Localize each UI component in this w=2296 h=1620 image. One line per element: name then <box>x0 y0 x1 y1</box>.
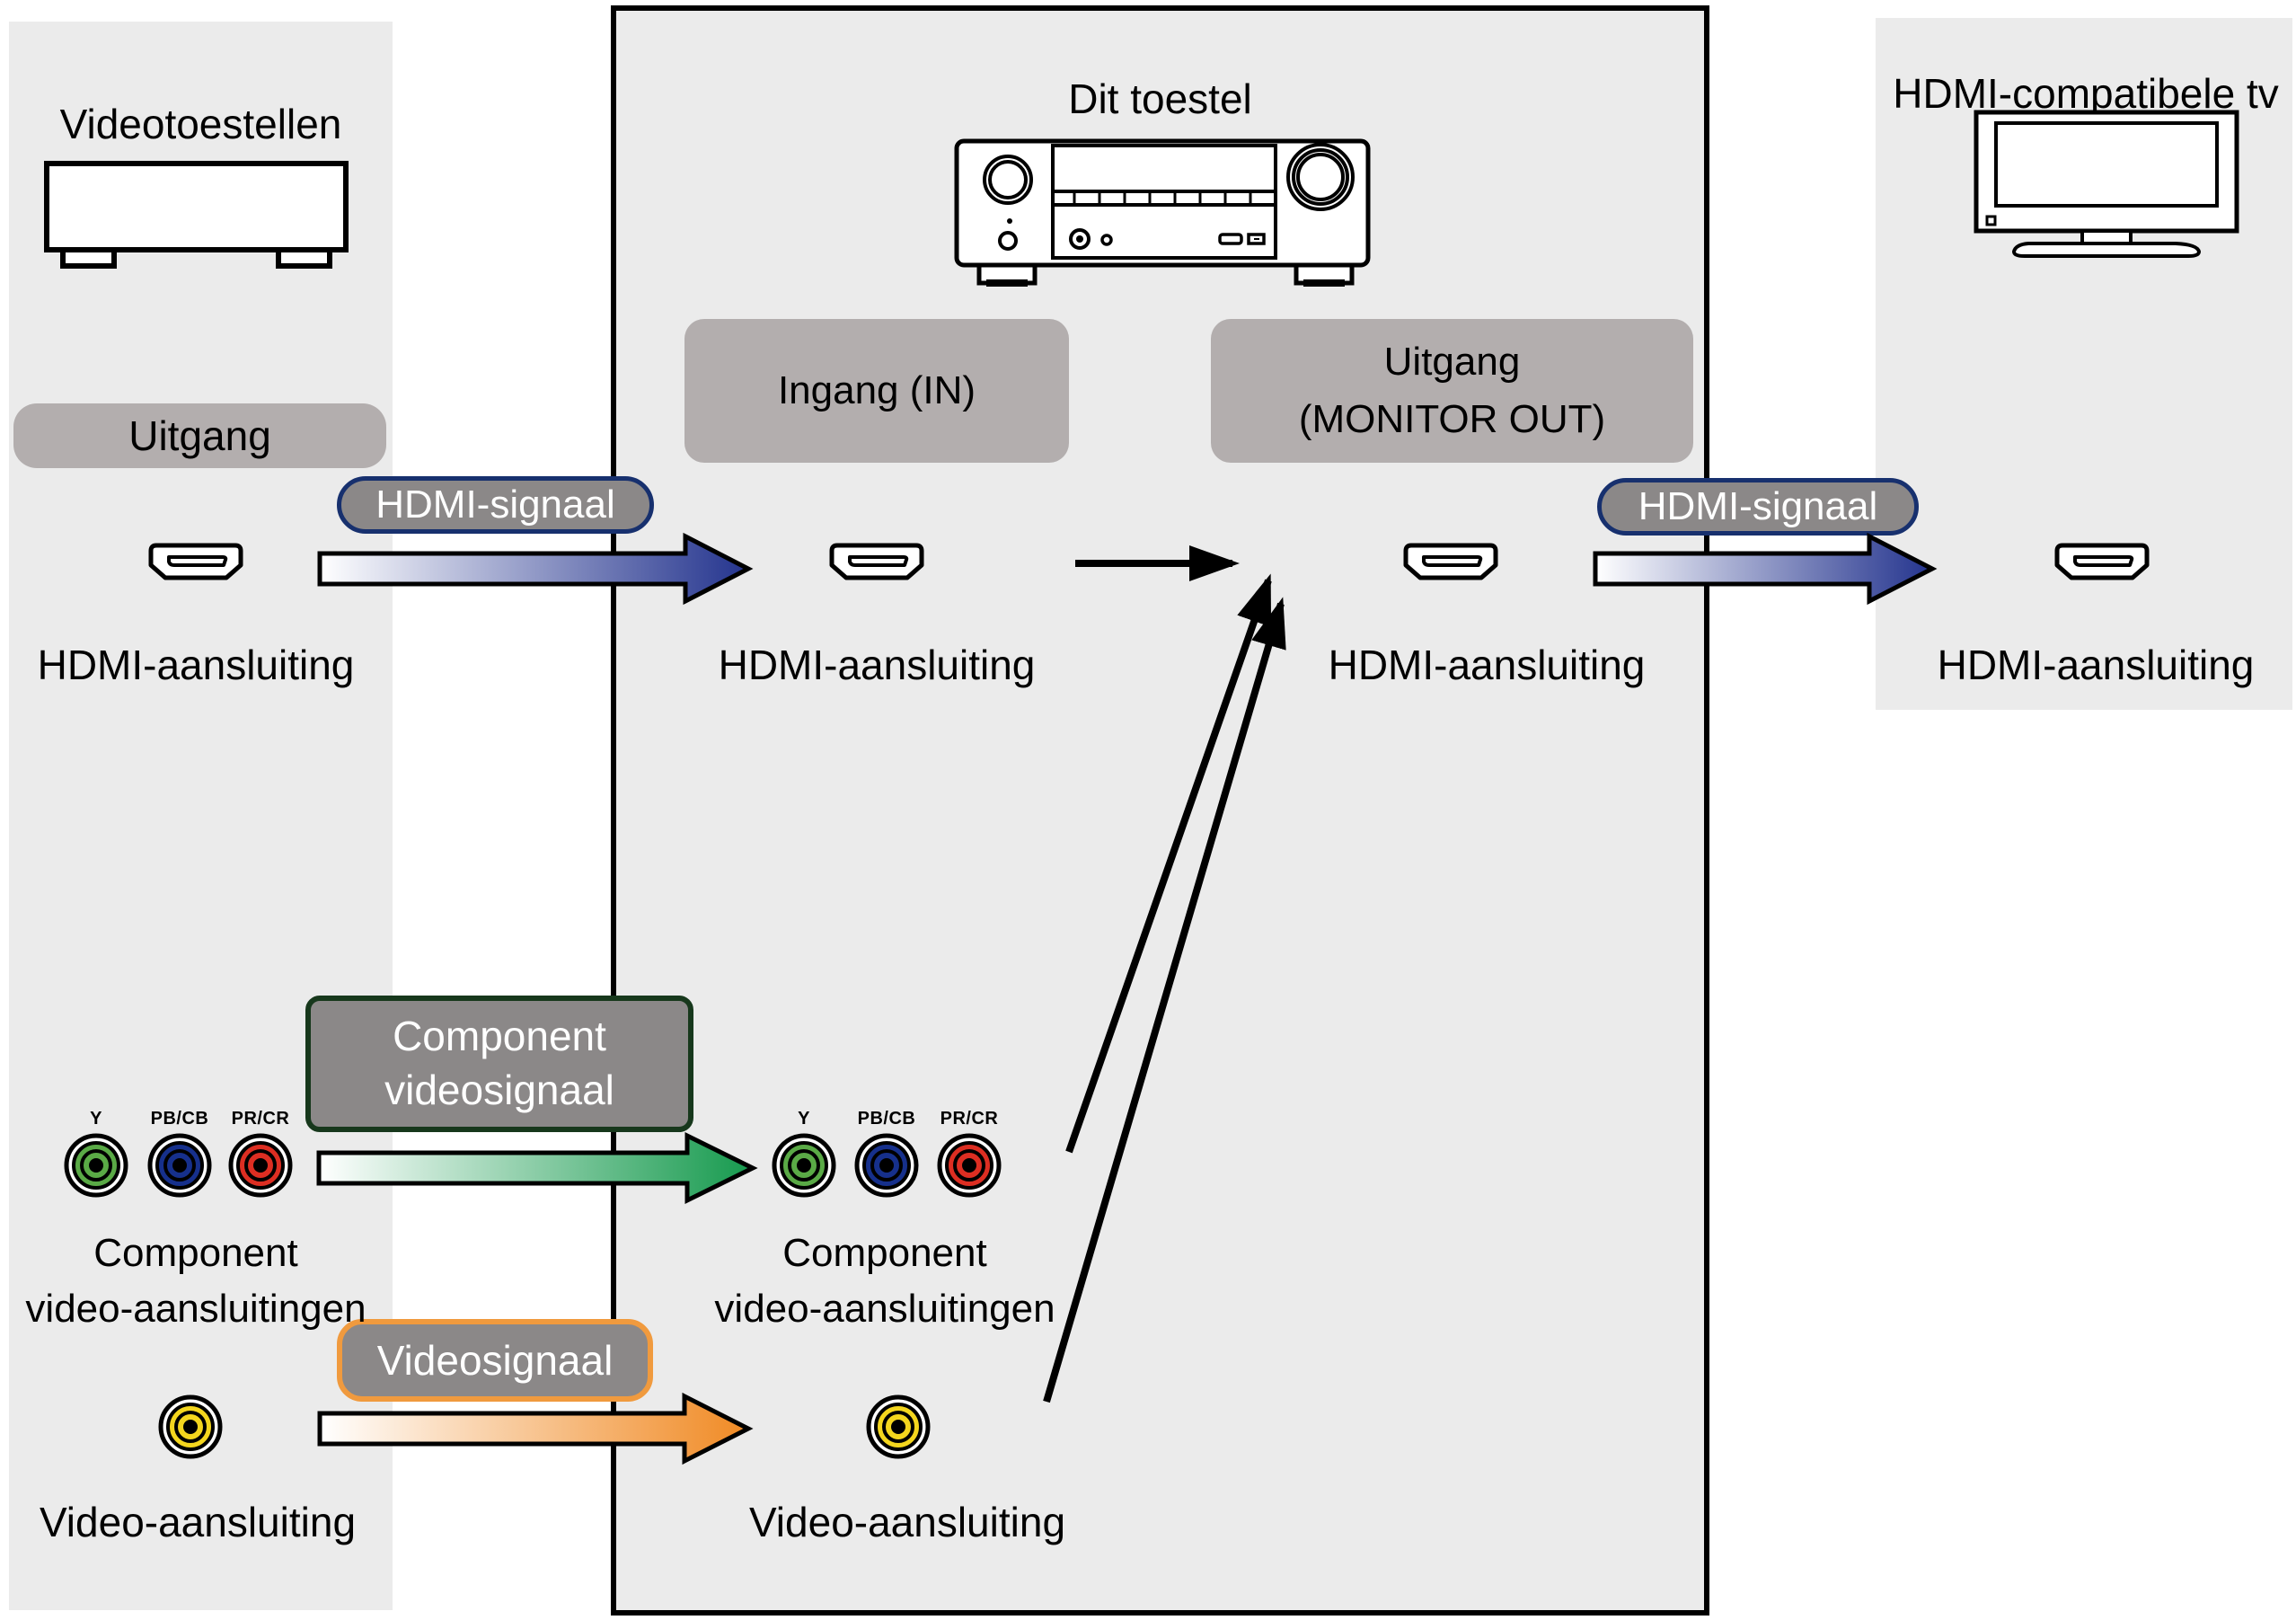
video-jack-label-unit: Video-aansluiting <box>748 1499 1066 1545</box>
input-in-label: Ingang (IN) <box>684 319 1069 463</box>
component-jacks-label-unit: Component video-aansluitingen <box>689 1226 1081 1338</box>
y-jack-label: Y <box>90 1109 102 1129</box>
hdmi-jack-label-source: HDMI-aansluiting <box>37 642 355 688</box>
tv-panel <box>1876 18 2292 710</box>
monitor-out-line2: (MONITOR OUT) <box>1298 397 1606 441</box>
video-signal-badge: Videosignaal <box>337 1319 653 1402</box>
y-jack-label: Y <box>798 1109 810 1129</box>
monitor-out-label: Uitgang (MONITOR OUT) <box>1211 319 1693 463</box>
component-jacks-line2: video-aansluitingen <box>25 1287 366 1332</box>
pr-cr-jack-label: PR/CR <box>940 1109 999 1129</box>
video-jack-label-source: Video-aansluiting <box>39 1499 357 1545</box>
pb-cb-jack-label: PB/CB <box>150 1109 209 1129</box>
hdmi-signal-badge-right: HDMI-signaal <box>1597 478 1919 536</box>
hdmi-jack-label-in: HDMI-aansluiting <box>718 642 1036 688</box>
component-jacks-line1: Component <box>782 1231 987 1275</box>
component-signal-line1: Component <box>393 1013 606 1060</box>
monitor-out-line1: Uitgang <box>1383 340 1521 385</box>
video-devices-title: Videotoestellen <box>59 101 342 147</box>
pb-cb-jack-label: PB/CB <box>857 1109 916 1129</box>
hdmi-tv-title: HDMI-compatibele tv <box>1893 70 2279 117</box>
video-devices-panel <box>9 22 393 1610</box>
component-jacks-label-source: Component video-aansluitingen <box>0 1226 392 1338</box>
hdmi-signal-badge-left: HDMI-signaal <box>337 476 654 534</box>
component-jacks-line2: video-aansluitingen <box>714 1287 1055 1332</box>
hdmi-jack-label-out: HDMI-aansluiting <box>1328 642 1646 688</box>
component-video-signal-badge: Component videosignaal <box>305 996 693 1132</box>
hdmi-jack-label-tv: HDMI-aansluiting <box>1937 642 2255 688</box>
component-jacks-line1: Component <box>93 1231 298 1275</box>
component-signal-line2: videosignaal <box>384 1067 614 1113</box>
output-label: Uitgang <box>13 403 386 468</box>
this-unit-box <box>611 5 1709 1616</box>
pr-cr-jack-label: PR/CR <box>231 1109 290 1129</box>
this-unit-title: Dit toestel <box>1068 75 1252 122</box>
